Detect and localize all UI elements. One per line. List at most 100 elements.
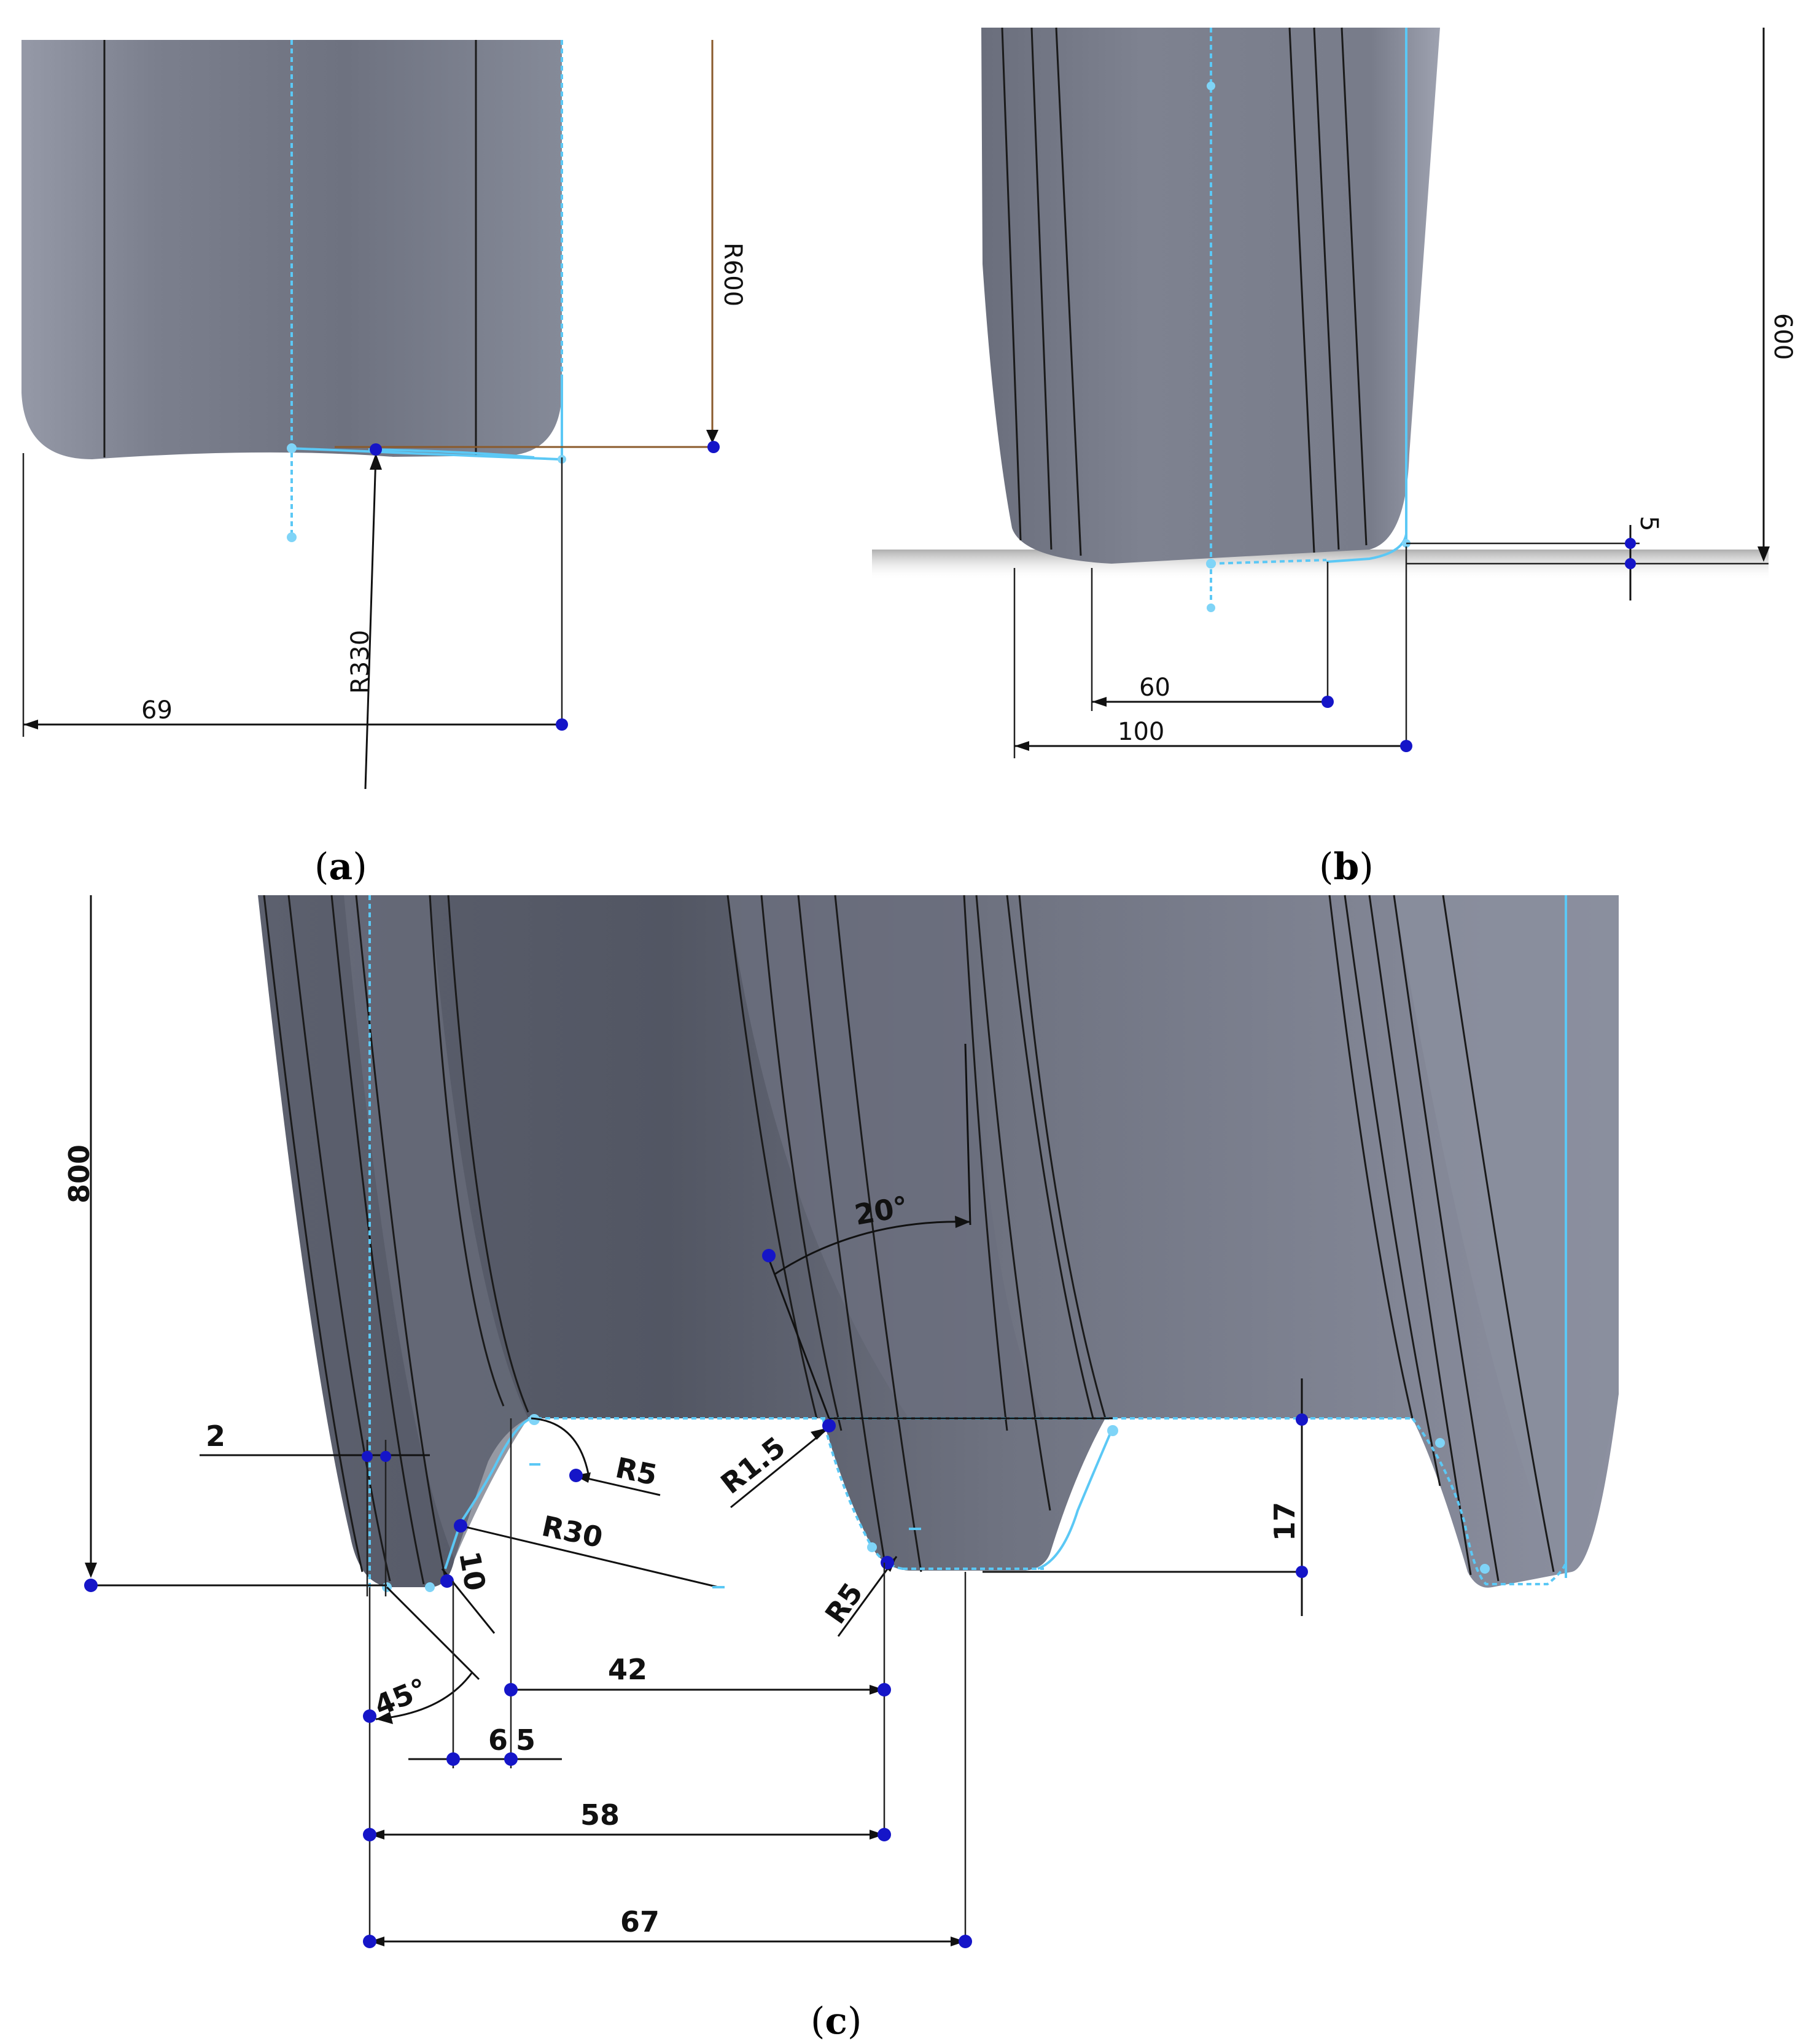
dimension-label-5: 5: [1635, 516, 1663, 531]
edge-line: [1442, 895, 1555, 1572]
dimension-point: [84, 1579, 98, 1592]
arrowhead: [85, 1563, 97, 1578]
edge-line: [975, 895, 1051, 1511]
angle-leg: [386, 1586, 480, 1681]
caption-a: (a): [314, 845, 367, 888]
dimension-point: [380, 1451, 391, 1462]
sketch-point: [1206, 559, 1216, 569]
dimension-label-2: 2: [206, 1420, 225, 1453]
dimension-label-r330: R330: [346, 630, 375, 694]
rib-face: [1342, 895, 1619, 1572]
dimension-point: [363, 1935, 376, 1948]
sketch-profile: [1326, 534, 1407, 563]
edge-line: [1055, 27, 1082, 556]
dimension-label-r600: R600: [718, 243, 747, 306]
arrowhead: [23, 720, 38, 729]
dimension-point: [504, 1683, 518, 1696]
arrowhead: [706, 430, 718, 443]
edge-line: [1368, 895, 1472, 1576]
dimension-point: [362, 1451, 373, 1462]
dimension-point: [881, 1556, 894, 1569]
ground-shadow: [872, 550, 1769, 580]
arrowhead: [1757, 546, 1770, 562]
edge-line: [834, 895, 922, 1572]
dimension-line-r5: [837, 1556, 898, 1637]
arrowhead: [955, 1216, 970, 1228]
dimension-line-r330: [364, 454, 377, 790]
edge-line: [1030, 27, 1053, 550]
arrowhead: [1014, 741, 1029, 751]
dimension-point: [504, 1752, 518, 1766]
edge-line: [330, 895, 425, 1585]
angle-leg: [964, 1043, 971, 1226]
dimension-point: [556, 718, 568, 731]
dimension-point: [822, 1419, 836, 1432]
edge-line: [1313, 27, 1340, 550]
edge-line: [1344, 895, 1441, 1486]
sketch-point: [425, 1582, 435, 1592]
dimension-label-69: 69: [141, 696, 173, 725]
arrowhead: [370, 1830, 384, 1840]
sketch-point: [867, 1542, 877, 1552]
sketch-profile: [444, 1417, 532, 1569]
dimension-point: [363, 1828, 376, 1841]
edge-line: [447, 895, 529, 1413]
dimension-point: [569, 1469, 583, 1482]
edge-line: [1001, 27, 1022, 541]
edge-line: [263, 895, 364, 1572]
panel-a: R600 R330 69 (a): [21, 40, 747, 888]
dimension-label-6: 6: [488, 1723, 508, 1757]
sketch-point: [287, 443, 297, 453]
dimension-point: [1625, 538, 1636, 549]
rib-face: [344, 895, 528, 1560]
sketch-point: [1435, 1438, 1445, 1448]
sketch-point: [529, 1414, 540, 1425]
angle-leg: [766, 1255, 830, 1419]
dimension-point: [1296, 1566, 1308, 1578]
dimension-label-58: 58: [580, 1798, 620, 1832]
dimension-label-r5-right: R5: [819, 1577, 870, 1630]
dimension-arc-r5: [531, 1417, 590, 1474]
sketch-point: [287, 532, 297, 542]
edge-line: [1328, 895, 1414, 1419]
dimension-label-17: 17: [1268, 1502, 1301, 1541]
sketch-point: [1107, 1425, 1118, 1436]
edge-line: [726, 895, 818, 1419]
arrowhead: [370, 453, 382, 470]
sketch-point: [1207, 82, 1215, 90]
edge-line: [1018, 895, 1107, 1419]
dimension-line-r1-5: [730, 1426, 830, 1509]
arrowhead: [870, 1830, 884, 1840]
dimension-label-800: 800: [63, 1144, 96, 1203]
caption-b: (b): [1319, 845, 1374, 888]
panel-b: 600 5 60 100 (b): [872, 27, 1797, 888]
dimension-label-42: 42: [608, 1653, 647, 1686]
dimension-point: [370, 443, 382, 456]
dimension-point: [440, 1574, 454, 1588]
arrowhead: [951, 1937, 965, 1946]
edge-line: [429, 895, 505, 1407]
dimension-point: [1296, 1413, 1308, 1426]
dimension-point: [762, 1249, 776, 1262]
dimension-label-60: 60: [1139, 674, 1170, 702]
arrowhead: [1092, 697, 1107, 707]
edge-line: [287, 895, 391, 1582]
panel-c: 800 2 R5 R1.5 R30 20°: [63, 895, 1619, 2043]
arrowhead: [376, 1712, 393, 1724]
sketch-point: [1207, 604, 1215, 612]
dimension-label-600: 600: [1769, 313, 1797, 360]
edge-line: [355, 895, 446, 1579]
sketch-line: [822, 1418, 903, 1570]
arrowhead: [370, 1937, 384, 1946]
dimension-point: [454, 1519, 467, 1533]
dimension-point: [1625, 558, 1636, 569]
caption-c: (c): [811, 2000, 862, 2043]
edge-line: [760, 895, 843, 1431]
rib-face: [728, 895, 1044, 1418]
dimension-point: [878, 1828, 891, 1841]
dimension-point: [363, 1709, 376, 1723]
dimension-label-5: 5: [516, 1723, 535, 1757]
dimension-point: [1321, 696, 1334, 708]
edge-line: [1288, 27, 1315, 553]
